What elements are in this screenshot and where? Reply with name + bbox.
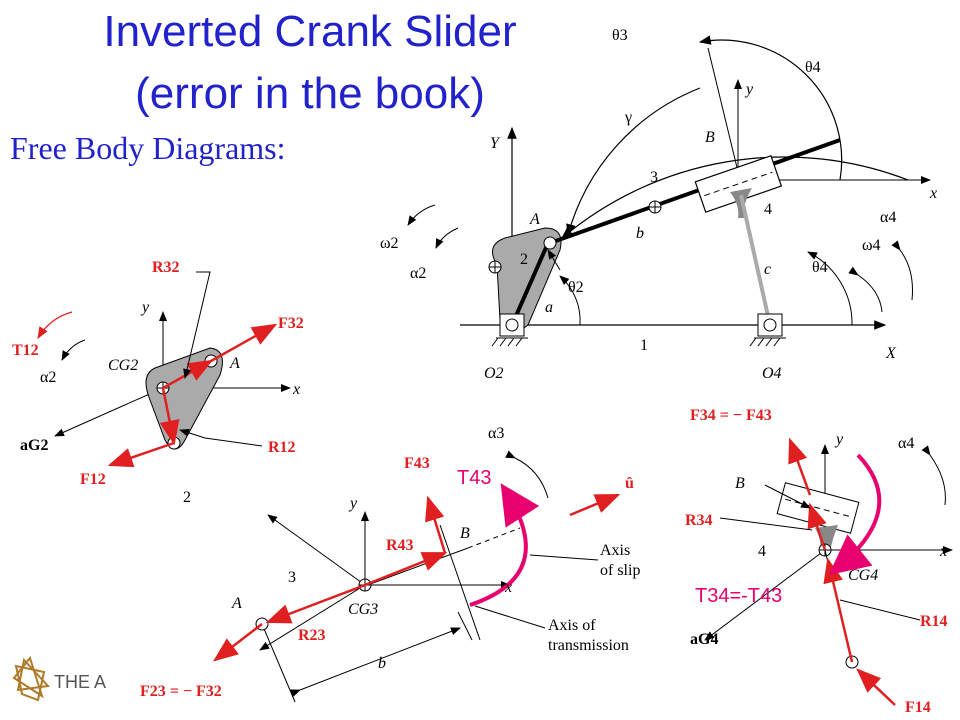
label-Y: Y <box>490 135 501 152</box>
label-B-fbd3: B <box>460 525 470 542</box>
label-3-fbd: 3 <box>288 569 296 586</box>
label-theta4-bottom: θ4 <box>812 259 828 276</box>
label-R14: R14 <box>920 613 948 630</box>
label-T12: T12 <box>12 342 39 359</box>
fbd-link2: R32 F32 T12 α2 y CG2 A x aG2 R12 F12 2 <box>12 259 304 506</box>
label-alpha4-fbd: α4 <box>898 435 914 452</box>
label-x-fbd3: x <box>504 579 512 596</box>
label-X: X <box>885 345 897 362</box>
label-axis-slip-1: Axis <box>600 542 630 559</box>
label-O2: O2 <box>484 365 504 382</box>
slide-subtitle: Free Body Diagrams: <box>10 130 286 166</box>
label-F34-eq: F34 = − F43 <box>690 407 772 424</box>
label-axis-slip-2: of slip <box>600 562 640 579</box>
label-R32: R32 <box>152 259 180 276</box>
label-aG4: aG4 <box>690 631 718 648</box>
label-F43: F43 <box>404 455 430 472</box>
label-axis-trans-1: Axis of <box>548 617 596 634</box>
label-R34: R34 <box>685 512 713 529</box>
label-A-fbd2: A <box>229 355 240 372</box>
label-CG3: CG3 <box>348 601 378 618</box>
label-2: 2 <box>520 251 528 268</box>
label-y-fbd3: y <box>348 495 358 512</box>
label-F14: F14 <box>905 699 931 716</box>
label-c: c <box>764 261 771 278</box>
logo-knot-icon <box>12 655 51 702</box>
label-y-fbd4: y <box>834 431 844 448</box>
link4 <box>739 194 772 326</box>
label-1: 1 <box>640 337 648 354</box>
label-gamma: γ <box>624 109 632 126</box>
label-alpha2-mech: α2 <box>410 265 426 282</box>
ground-O2 <box>491 313 528 347</box>
label-F12: F12 <box>80 471 106 488</box>
label-2-fbd: 2 <box>183 489 191 506</box>
mechanism-diagram: θ3 θ4 γ y x B Y X A 3 4 2 b c a θ2 1 O2 … <box>380 27 937 382</box>
label-omega2: ω2 <box>380 235 399 252</box>
link3 <box>549 138 841 245</box>
label-4-fbd: 4 <box>758 543 766 560</box>
label-axis-trans-2: transmission <box>548 637 629 654</box>
label-alpha3: α3 <box>488 425 504 442</box>
label-3: 3 <box>650 169 658 186</box>
label-u-hat: û <box>625 475 634 492</box>
label-theta4-top: θ4 <box>805 59 821 76</box>
label-y-small: y <box>744 81 754 98</box>
gamma-arc <box>566 87 701 237</box>
slide-title-line1: Inverted Crank Slider <box>103 7 517 56</box>
publisher-logo: THE A <box>8 652 126 710</box>
label-CG2: CG2 <box>108 357 138 374</box>
fbd-link4: F34 = − F43 y α4 B R34 4 CG4 x T34=-T43 … <box>685 407 953 716</box>
label-CG4: CG4 <box>848 567 878 584</box>
fbd-link3: α3 F43 T43 û y B R43 Axis of slip 3 CG3 … <box>140 425 640 703</box>
label-theta3: θ3 <box>612 27 628 44</box>
label-aG2: aG2 <box>20 437 48 454</box>
slide-title-line2: (error in the book) <box>135 69 485 118</box>
label-F32: F32 <box>278 315 304 332</box>
label-4: 4 <box>764 201 772 218</box>
label-x-small: x <box>929 185 937 202</box>
label-x-fbd2: x <box>292 381 300 398</box>
label-b-fbd3: b <box>378 655 386 672</box>
label-a: a <box>545 299 553 316</box>
label-omega4: ω4 <box>862 237 881 254</box>
label-alpha2-fbd: α2 <box>40 369 56 386</box>
label-R12: R12 <box>268 439 296 456</box>
label-alpha4-mech: α4 <box>880 209 896 226</box>
ground-O4 <box>749 313 786 347</box>
label-R23: R23 <box>298 627 326 644</box>
label-y-fbd2: y <box>140 299 150 316</box>
label-x-fbd4: x <box>939 543 947 560</box>
logo-text: THE A <box>54 672 106 692</box>
theta4-arc-top <box>698 35 843 181</box>
label-T34: T34=-T43 <box>695 585 782 607</box>
label-B-fbd4: B <box>735 475 745 492</box>
crank-a <box>510 242 550 326</box>
label-F23-eq: F23 = − F32 <box>140 683 222 700</box>
normal-line <box>707 47 741 181</box>
label-T43: T43 <box>457 467 491 489</box>
label-O4: O4 <box>762 365 782 382</box>
label-theta2: θ2 <box>568 279 584 296</box>
label-b: b <box>636 225 644 242</box>
label-R43: R43 <box>386 537 414 554</box>
theta3-arc <box>561 156 909 239</box>
label-B: B <box>705 129 715 146</box>
pin-A <box>543 236 557 250</box>
label-A-fbd3: A <box>231 595 242 612</box>
label-A: A <box>529 211 540 228</box>
